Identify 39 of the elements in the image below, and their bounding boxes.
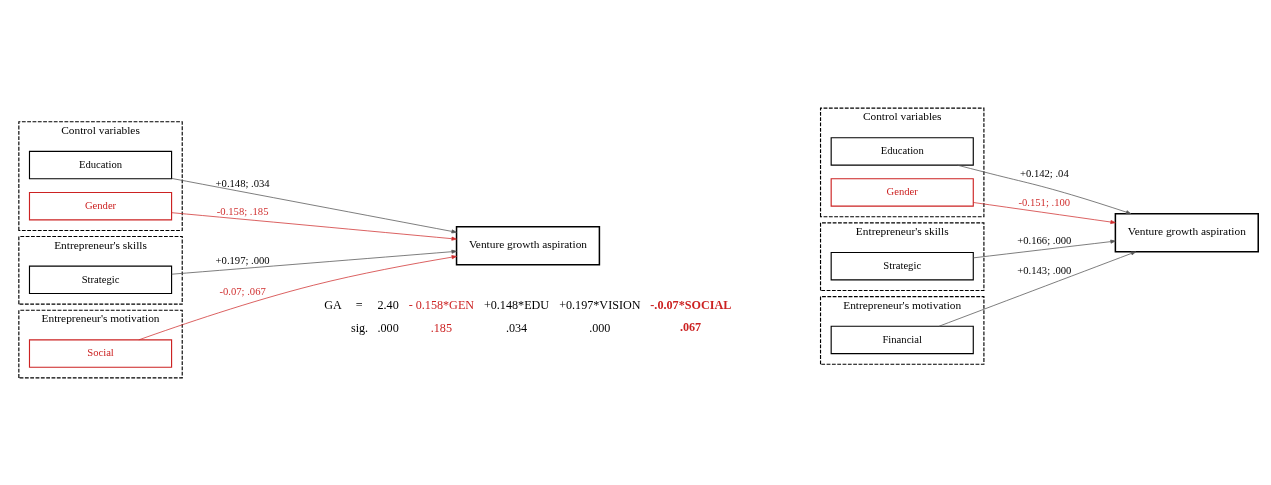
- node-box: Social: [28, 338, 173, 368]
- node-box: Venture growth aspiration: [1114, 212, 1259, 252]
- arrow: [972, 239, 1116, 258]
- edge-label: +0.142; .04: [1019, 167, 1069, 179]
- edge-label: -0.158; .185: [216, 205, 269, 217]
- arrow: [171, 211, 457, 241]
- arrow: [171, 177, 457, 233]
- label: .000: [589, 320, 611, 335]
- node-box: Gender: [830, 177, 974, 207]
- label: .034: [505, 320, 528, 335]
- edge-label: +0.148; .034: [215, 177, 270, 189]
- label: sig.: [350, 320, 369, 335]
- node-box: Financial: [830, 325, 974, 354]
- arrow: [956, 164, 1132, 214]
- label: - 0.158*GEN: [408, 297, 475, 312]
- label: =: [355, 297, 363, 312]
- label: .067: [679, 319, 702, 334]
- edge-label: +0.143; .000: [1017, 264, 1072, 276]
- label: 2.40: [377, 297, 399, 312]
- arrow: [138, 254, 457, 340]
- node-box: Education: [830, 136, 974, 166]
- edge-label: +0.197; .000: [215, 254, 270, 266]
- edge-label: -0.151; .100: [1018, 196, 1071, 208]
- node-box: Gender: [28, 191, 173, 220]
- label: -.0.07*SOCIAL: [650, 297, 732, 312]
- label: .185: [430, 320, 452, 335]
- label: GA: [324, 297, 342, 312]
- edge-label: -0.07; .067: [219, 285, 266, 297]
- label: +0.148*EDU: [483, 297, 550, 312]
- arrow: [972, 201, 1116, 224]
- label: .000: [377, 320, 399, 335]
- node-box: Venture growth aspiration: [455, 225, 601, 265]
- node-box: Strategic: [28, 265, 173, 294]
- node-box: Strategic: [830, 251, 974, 280]
- edge-label: +0.166; .000: [1017, 234, 1072, 246]
- arrow: [938, 250, 1137, 327]
- label: +0.197*VISION: [559, 297, 641, 312]
- arrow: [171, 249, 457, 275]
- node-box: Education: [28, 150, 173, 179]
